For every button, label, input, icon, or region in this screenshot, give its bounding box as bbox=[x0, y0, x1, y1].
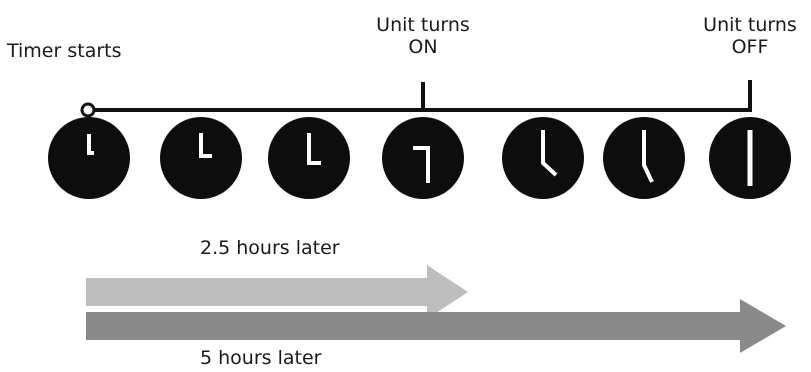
unit-on-label-line1: Unit turns bbox=[376, 14, 470, 36]
timer-starts-label: Timer starts bbox=[7, 40, 122, 62]
clock-face bbox=[48, 117, 130, 199]
clock-6 bbox=[603, 117, 685, 199]
clock-face bbox=[382, 117, 464, 199]
clock-2 bbox=[160, 117, 242, 199]
arrow-5-hours-label: 5 hours later bbox=[200, 347, 322, 369]
clock-hands bbox=[307, 133, 321, 165]
clock-hands bbox=[87, 134, 94, 155]
clock-1 bbox=[48, 117, 130, 199]
clock-4 bbox=[382, 117, 464, 199]
clock-hands bbox=[199, 133, 212, 158]
start-marker bbox=[80, 102, 96, 118]
timeline bbox=[80, 80, 752, 118]
clock-hands bbox=[413, 146, 430, 183]
clock-hands bbox=[541, 130, 558, 177]
unit-off-label-line1: Unit turns bbox=[703, 14, 797, 36]
clock-hands bbox=[642, 130, 654, 183]
clock-3 bbox=[268, 117, 350, 199]
arrow-2-5-hours bbox=[86, 265, 468, 319]
arrow-5-hours bbox=[86, 299, 786, 353]
unit-on-label-line2: ON bbox=[408, 36, 438, 58]
unit-off-label: Unit turns OFF bbox=[675, 14, 811, 58]
unit-on-label: Unit turns ON bbox=[348, 14, 498, 58]
clock-5 bbox=[502, 117, 584, 199]
clock-7 bbox=[709, 117, 791, 199]
arrow-2-5-hours-label: 2.5 hours later bbox=[200, 237, 340, 259]
unit-off-label-line2: OFF bbox=[731, 36, 769, 58]
